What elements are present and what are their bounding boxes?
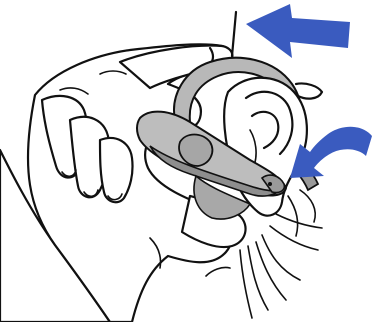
guide-line — [232, 12, 236, 56]
arrow-left-icon — [246, 4, 350, 58]
hair-strands — [240, 190, 322, 318]
hand-icon — [0, 44, 246, 322]
